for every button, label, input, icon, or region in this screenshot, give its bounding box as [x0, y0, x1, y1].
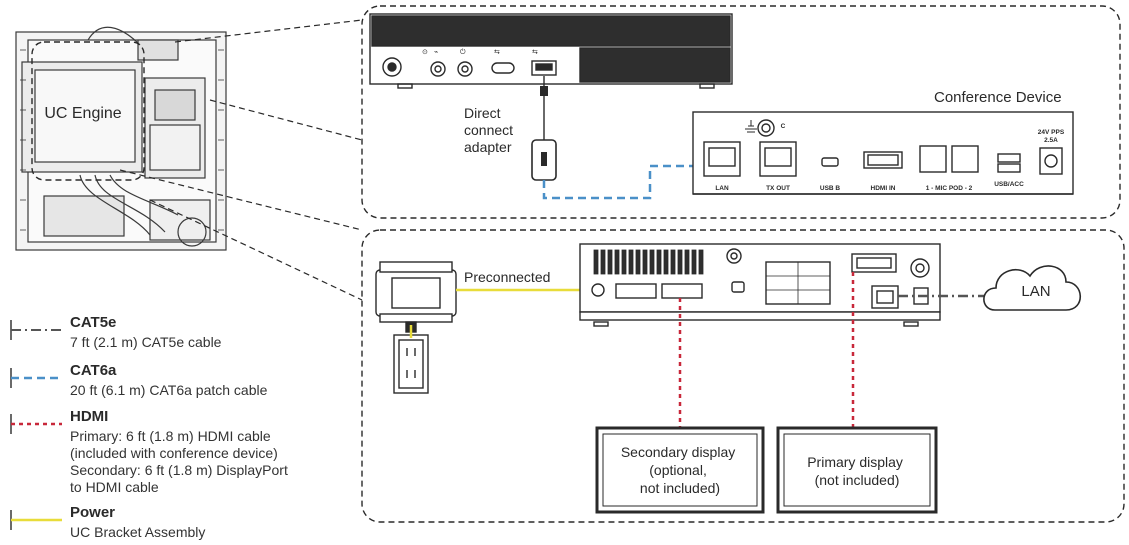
svg-text:2.5A: 2.5A	[1044, 137, 1058, 144]
uc-engine-front-panel	[369, 13, 733, 89]
svg-text:C: C	[781, 123, 786, 130]
power-legend-symbol	[10, 510, 62, 530]
hdmi-legend-symbol	[10, 414, 62, 434]
direct-connect-adapter	[531, 76, 557, 181]
cat6a-legend-symbol	[10, 368, 62, 388]
legend-title: CAT5e	[70, 314, 117, 331]
legend-title: CAT6a	[70, 362, 117, 379]
cat5e-legend-symbol	[10, 320, 62, 340]
legend-description: Primary: 6 ft (1.8 m) HDMI cable (includ…	[70, 428, 288, 495]
preconnected-label: Preconnected	[464, 269, 550, 285]
conference-device-label: Conference Device	[934, 89, 1062, 106]
uc-engine-highlight	[31, 41, 145, 181]
svg-text:HDMI IN: HDMI IN	[871, 185, 896, 192]
top-callout-box	[361, 5, 1121, 219]
svg-text:⇆: ⇆	[494, 49, 500, 56]
primary-display-label: Primary display (not included)	[807, 454, 907, 488]
wall-outlet	[393, 334, 429, 394]
uc-engine-label: UC Engine	[44, 105, 121, 122]
callout-leader-lines	[119, 19, 363, 301]
lan-cloud-label: LAN	[1021, 283, 1050, 300]
svg-text:USB/ACC: USB/ACC	[994, 181, 1024, 188]
lan-cloud	[983, 265, 1081, 311]
svg-text:⌁: ⌁	[434, 49, 438, 56]
legend-title: HDMI	[70, 408, 109, 425]
svg-text:⊙: ⊙	[422, 49, 428, 56]
bottom-callout-box	[361, 229, 1125, 523]
svg-text:24V PPS: 24V PPS	[1038, 129, 1065, 136]
uc-bracket-thumbnail	[15, 26, 227, 251]
front-panel-glyphs: ⊙ ⌁ ⏻ ⇆ ⇆	[422, 48, 538, 56]
legend-description: UC Bracket Assembly	[70, 524, 206, 540]
direct-connect-label: Direct connect adapter	[464, 105, 517, 155]
secondary-display	[595, 426, 765, 514]
legend-title: Power	[70, 504, 116, 521]
conference-port-labels: LAN TX OUT USB B HDMI IN 1 - MIC POD - 2…	[715, 123, 1065, 192]
svg-text:LAN: LAN	[715, 185, 729, 192]
cable-legend: CAT5e 7 ft (2.1 m) CAT5e cable CAT6a 20 …	[0, 300, 340, 545]
uc-engine-rear-panel	[579, 243, 941, 327]
svg-text:USB B: USB B	[820, 185, 841, 192]
svg-text:⏻: ⏻	[460, 48, 466, 56]
svg-text:1 - MIC POD - 2: 1 - MIC POD - 2	[926, 185, 973, 192]
conference-device-panel	[692, 111, 1074, 195]
cat6a-cable	[542, 164, 705, 200]
svg-text:TX OUT: TX OUT	[766, 185, 790, 192]
svg-text:⇆: ⇆	[532, 49, 538, 56]
legend-description: 20 ft (6.1 m) CAT6a patch cable	[70, 382, 268, 398]
primary-display	[776, 426, 938, 514]
power-supply	[375, 261, 457, 333]
legend-description: 7 ft (2.1 m) CAT5e cable	[70, 334, 222, 350]
secondary-display-label: Secondary display (optional, not include…	[621, 444, 739, 496]
